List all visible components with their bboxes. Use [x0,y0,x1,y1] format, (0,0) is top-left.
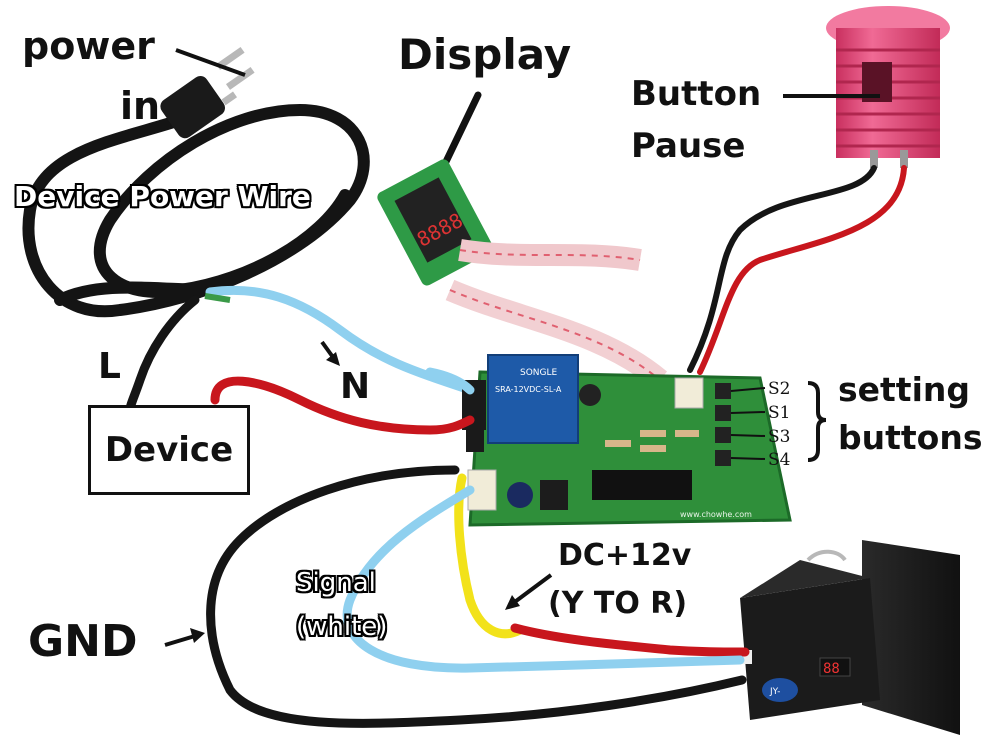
label-button: Button [631,74,762,114]
label-device: Device [104,430,234,470]
plug-icon [160,46,255,139]
device-box: Device [88,405,250,495]
coin-acceptor-display: 88 [823,661,840,677]
pointer-arrows [164,48,880,647]
label-N: N [340,366,371,407]
device-red-wire [210,376,475,435]
switch-label-s4: S4 [768,450,790,470]
gnd-wire [206,465,747,728]
coin-acceptor-badge: JY- [769,687,780,697]
signal-wire [342,485,745,673]
label-L: L [98,346,121,387]
label-signal: Signal [296,568,376,598]
coin-acceptor: 88 JY- [740,540,960,735]
microcontroller-chip [592,470,692,500]
display-module: 8888 [377,91,668,389]
control-board: SONGLE SRA-12VDC-SL-A www.chowhe.com [462,354,792,527]
relay-model: SRA-12VDC-SL-A [495,385,562,394]
label-buttons: buttons [838,418,983,457]
label-white: (white) [296,612,388,642]
red-dc-wire [510,623,750,657]
label-display: Display [398,30,572,79]
switch-label-s2: S2 [768,379,790,399]
switch-label-s1: S1 [768,403,790,423]
yellow-wire [454,473,525,639]
board-website: www.chowhe.com [680,510,752,519]
relay-brand: SONGLE [520,368,558,378]
label-in: in [120,84,161,128]
label-y-to-r: (Y TO R) [548,586,688,621]
label-gnd: GND [28,616,138,667]
switch-label-s3: S3 [768,427,790,447]
label-pause: Pause [631,126,746,166]
pause-button-icon [826,6,950,168]
power-cord [22,46,475,415]
label-device-power-wire: Device Power Wire [14,180,311,213]
relay [487,354,579,444]
switch-labels: S2 S1 S3 S4 [730,379,827,470]
label-power: power [22,24,155,68]
label-setting: setting [838,370,970,409]
label-dc12v: DC+12v [558,538,692,573]
